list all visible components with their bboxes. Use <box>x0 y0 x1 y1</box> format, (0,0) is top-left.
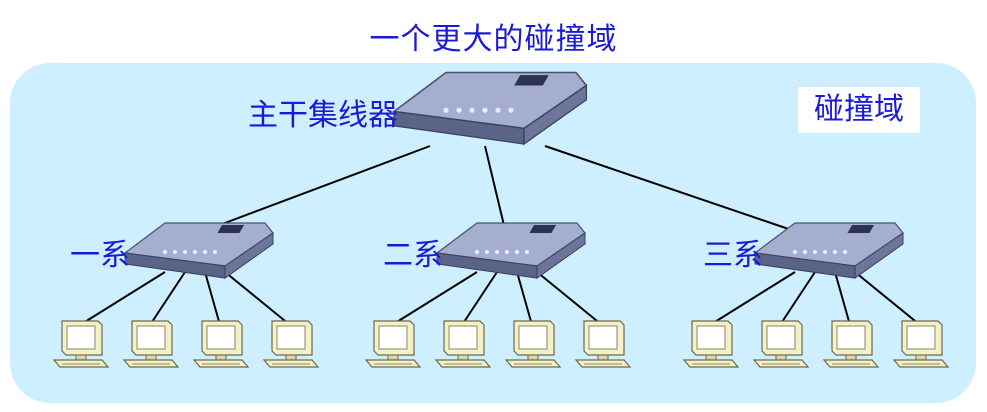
dept-2-pc-2-icon <box>434 320 492 368</box>
dept-2-pc-3-icon <box>504 320 562 368</box>
dept-2-hub-icon <box>435 222 586 279</box>
dept-2-label: 二系 <box>383 238 443 273</box>
backbone-hub-label: 主干集线器 <box>248 98 398 133</box>
dept-3-pc-1-link <box>709 271 796 326</box>
dept-1-pc-1-link <box>79 271 166 326</box>
dept-1-pc-3-link <box>204 271 221 326</box>
dept-2-pc-1-icon <box>364 320 422 368</box>
dept-3-pc-4-link <box>854 271 921 326</box>
dept-3-label: 三系 <box>703 238 763 273</box>
dept-2-pc-4-link <box>536 271 603 326</box>
dept-1-pc-1-icon <box>52 320 110 368</box>
dept-2-pc-3-link <box>516 271 533 326</box>
dept-2-pc-4-icon <box>574 320 632 368</box>
devices-layer <box>52 71 950 368</box>
dept-3-pc-4-icon <box>892 320 950 368</box>
dept-1-pc-3-icon <box>192 320 250 368</box>
dept-1-pc-2-icon <box>122 320 180 368</box>
dept-3-hub-icon <box>753 222 904 279</box>
dept-3-pc-3-icon <box>822 320 880 368</box>
dept-1-pc-4-icon <box>262 320 320 368</box>
backbone-link-3 <box>544 145 816 239</box>
dept-1-pc-2-link <box>149 271 186 326</box>
diagram-title: 一个更大的碰撞域 <box>369 22 618 57</box>
dept-3-pc-1-icon <box>682 320 740 368</box>
dept-1-pc-4-link <box>224 271 291 326</box>
dept-3-pc-3-link <box>834 271 851 326</box>
dept-1-hub-icon <box>123 222 274 279</box>
dept-2-pc-1-link <box>391 271 478 326</box>
dept-3-pc-2-link <box>779 271 816 326</box>
dept-1-label: 一系 <box>70 238 130 273</box>
dept-2-pc-2-link <box>461 271 498 326</box>
backbone-hub-icon <box>391 71 588 146</box>
collision-domain-label: 碰撞域 <box>798 87 920 133</box>
dept-3-pc-2-icon <box>752 320 810 368</box>
